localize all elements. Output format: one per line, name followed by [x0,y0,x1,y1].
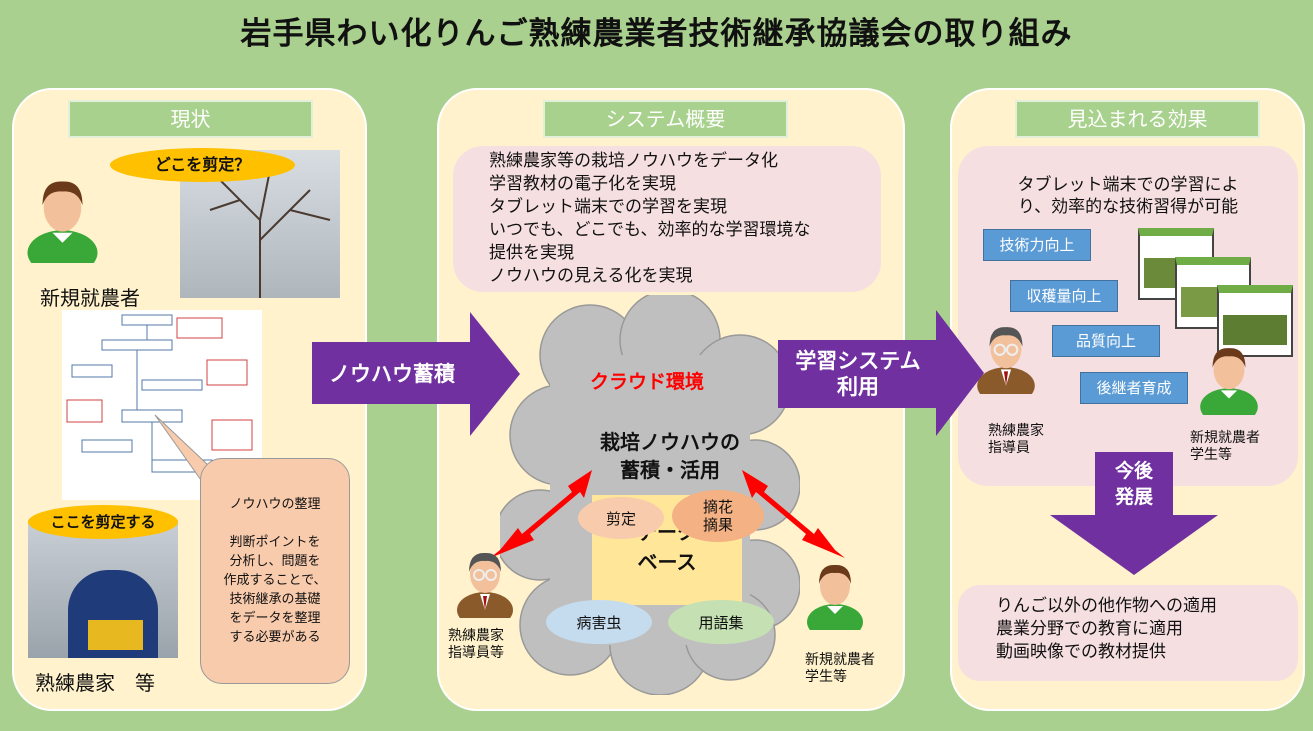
system-overview-header: システム概要 [543,100,788,138]
summary-line: いつでも、どこでも、効率的な学習環境な [489,220,811,240]
callout-line: 分析し、問題を [229,554,321,569]
expected-effects-header: 見込まれる効果 [1015,100,1260,138]
learning-system-arrow: 学習システム利用 [778,340,938,408]
knowhow-title: 栽培ノウハウの 蓄積・活用 [560,428,780,484]
future-applications-box: りんご以外の他作物への適用 農業分野での教育に適用 動画映像での教材提供 [958,585,1298,681]
arrow-line: 今後 [1114,460,1153,482]
speech-bubble-answer: ここを剪定する [28,505,178,539]
future-line: りんご以外の他作物への適用 [996,596,1217,616]
new-farmer-label: 新規就農者 [40,286,140,310]
tag-quality-improvement: 品質向上 [1052,325,1160,357]
future-line: 動画映像での教材提供 [996,642,1166,662]
summary-line: ノウハウの見える化を実現 [489,266,693,286]
future-development-arrow: 今後発展 [1095,452,1173,516]
arrow-head [936,310,984,436]
speech-bubble-question: どこを剪定？ [110,148,295,182]
callout-line: 作成することで、 [223,573,327,588]
new-farmer-icon [25,175,100,263]
label-line: 新規就農者 [805,652,875,668]
future-line: 農業分野での教育に適用 [996,619,1183,639]
new-farmer-student-icon [1198,343,1260,415]
oval-pests: 病害虫 [546,600,652,644]
expert-label: 熟練農家 等 [35,671,155,695]
tag-yield-improvement: 収穫量向上 [1010,280,1118,312]
tag-skill-improvement: 技術力向上 [983,229,1091,261]
database-line: ベース [637,550,697,574]
lead-line: タブレット端末での学習によ [1017,175,1239,195]
oval-pruning: 剪定 [578,497,664,539]
current-state-header: 現状 [68,100,313,138]
tag-successor-training: 後継者育成 [1080,372,1188,404]
label-line: 指導員 [988,440,1030,456]
bidirectional-arrows [490,470,845,558]
knowhow-accumulation-arrow: ノウハウ蓄積 [312,342,472,404]
new-farmer-student-label: 新規就農者学生等 [805,652,875,686]
knowhow-title-line: 栽培ノウハウの [600,430,740,454]
label-line: 指導員等 [448,645,504,661]
oval-glossary: 用語集 [668,600,774,644]
new-farmer-student-label: 新規就農者学生等 [1190,430,1260,464]
summary-line: 提供を実現 [489,243,574,263]
arrow-line: 利用 [837,375,879,399]
cloud-environment-label: クラウド環境 [590,371,705,393]
expert-instructor-icon [455,548,515,618]
new-farmer-student-icon [805,560,865,630]
label-line: 学生等 [1190,447,1232,463]
label-line: 熟練農家 [448,628,504,644]
tablet-screen-3 [1217,285,1293,357]
arrow-line: 発展 [1114,486,1153,508]
label-line: 学生等 [805,669,847,685]
label-line: 新規就農者 [1190,430,1260,446]
pruning-photo [28,520,178,658]
arrow-line: 学習システム [795,349,921,373]
expert-instructor-label: 熟練農家指導員 [988,423,1044,457]
summary-line: タブレット端末での学習を実現 [489,197,727,217]
summary-line: 熟練農家等の栽培ノウハウをデータ化 [489,151,778,171]
expert-instructor-icon [975,322,1037,394]
label-line: 熟練農家 [988,423,1044,439]
effects-lead: タブレット端末での学習により、効率的な技術習得が可能 [958,174,1298,218]
callout-line: をデータを整理 [229,611,321,626]
system-summary-box: 熟練農家等の栽培ノウハウをデータ化 学習教材の電子化を実現 タブレット端末での学… [453,146,881,292]
expert-instructor-label: 熟練農家指導員等 [448,628,504,662]
page-title: 岩手県わい化りんご熟練農業者技術継承協議会の取り組み [240,16,1073,52]
callout-line: する必要がある [229,630,321,645]
oval-flower-thinning: 摘花 摘果 [672,490,764,542]
lead-line: り、効率的な技術習得が可能 [1017,197,1239,217]
arrow-head [470,312,520,436]
callout-line: 技術継承の基礎 [229,592,321,607]
summary-line: 学習教材の電子化を実現 [489,174,676,194]
knowhow-title-line: 蓄積・活用 [620,458,720,482]
arrow-head [1050,515,1218,575]
knowhow-callout: ノウハウの整理 判断ポイントを 分析し、問題を 作成することで、 技術継承の基礎… [200,458,350,684]
callout-line: 判断ポイントを [229,535,321,550]
callout-title: ノウハウの整理 [229,497,321,512]
